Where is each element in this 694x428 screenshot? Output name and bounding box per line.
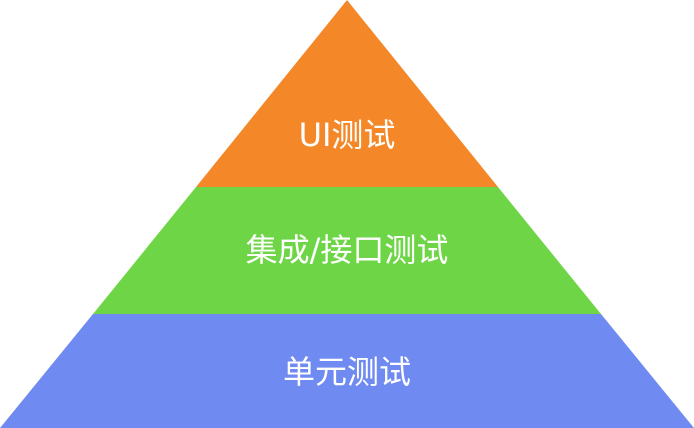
- layer-ui: [196, 0, 498, 187]
- layer-unit-label: 单元测试: [282, 353, 411, 391]
- layer-integration-label: 集成/接口测试: [245, 231, 449, 269]
- layer-ui-label: UI测试: [298, 116, 396, 154]
- layer-integration: [93, 187, 601, 314]
- layer-unit: [0, 314, 694, 428]
